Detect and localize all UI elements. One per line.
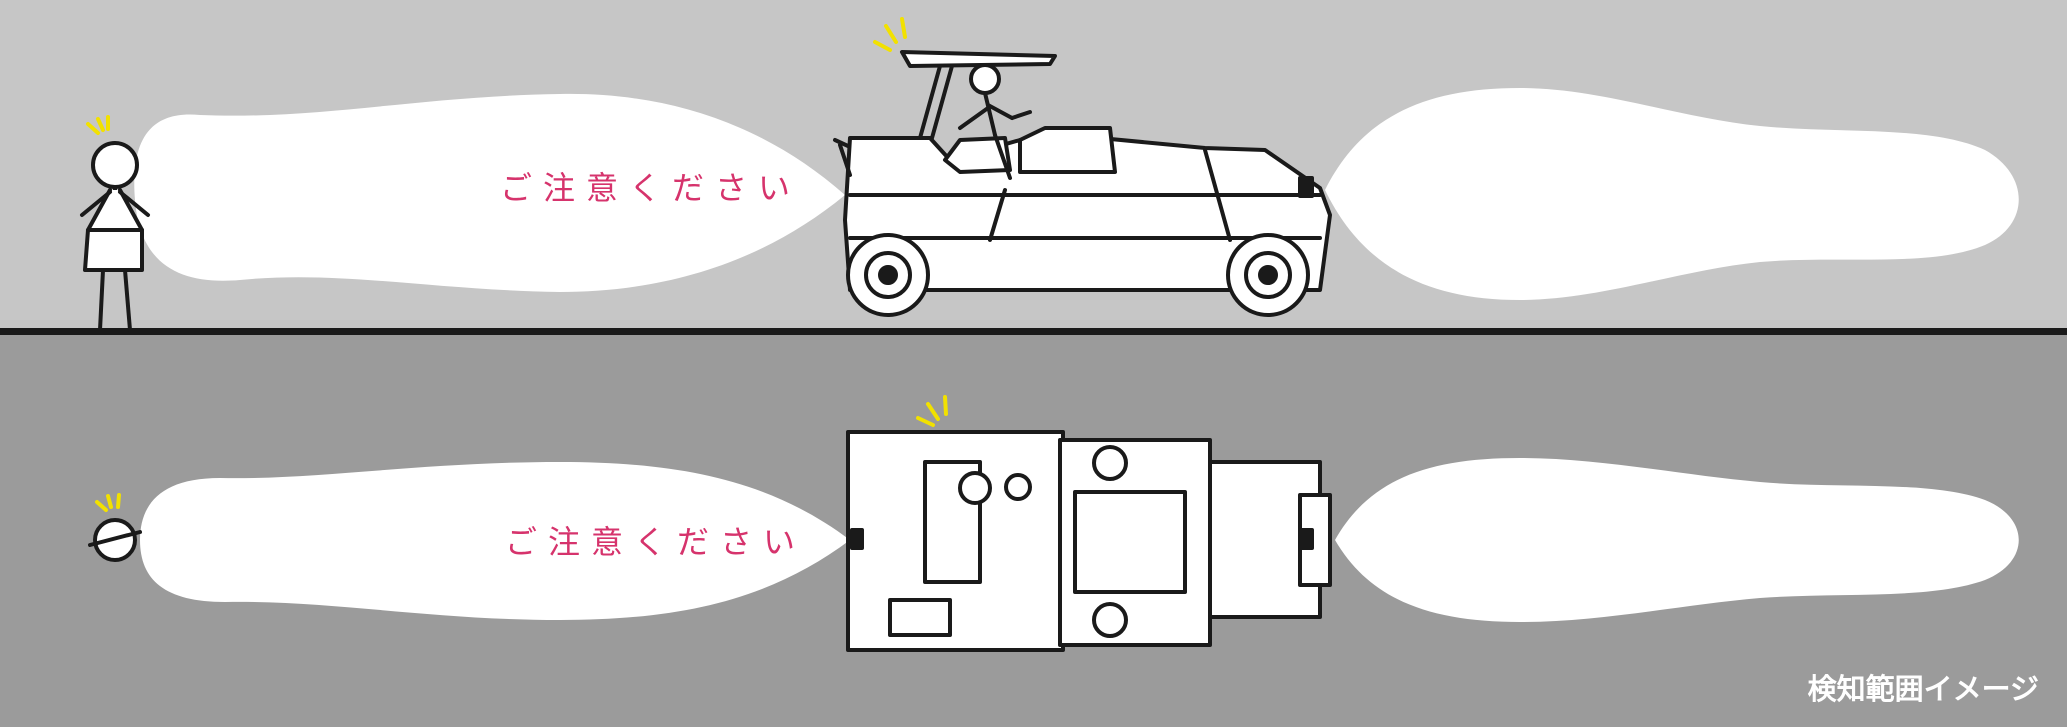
alert-icon-person-side <box>86 115 110 135</box>
warning-label-top-view: ご注意ください <box>505 523 807 561</box>
person-side-view <box>80 141 150 332</box>
person-top-view <box>88 518 142 562</box>
rear-detection-zone-top <box>1335 458 2019 622</box>
ground-line <box>0 328 2067 335</box>
tire-roller-top-view <box>846 430 1332 652</box>
front-detection-zone-side <box>134 93 846 292</box>
alert-icon-operator <box>873 17 907 52</box>
detection-range-caption: 検知範囲イメージ <box>1807 672 2039 706</box>
front-detection-zone-top <box>140 462 850 620</box>
tire-roller-side-view <box>833 50 1332 317</box>
warning-label-side-view: ご注意ください <box>500 169 802 207</box>
rear-detection-zone-side <box>1325 88 2019 300</box>
alert-icon-operator-top <box>916 395 948 427</box>
alert-icon-person-top <box>95 493 121 512</box>
